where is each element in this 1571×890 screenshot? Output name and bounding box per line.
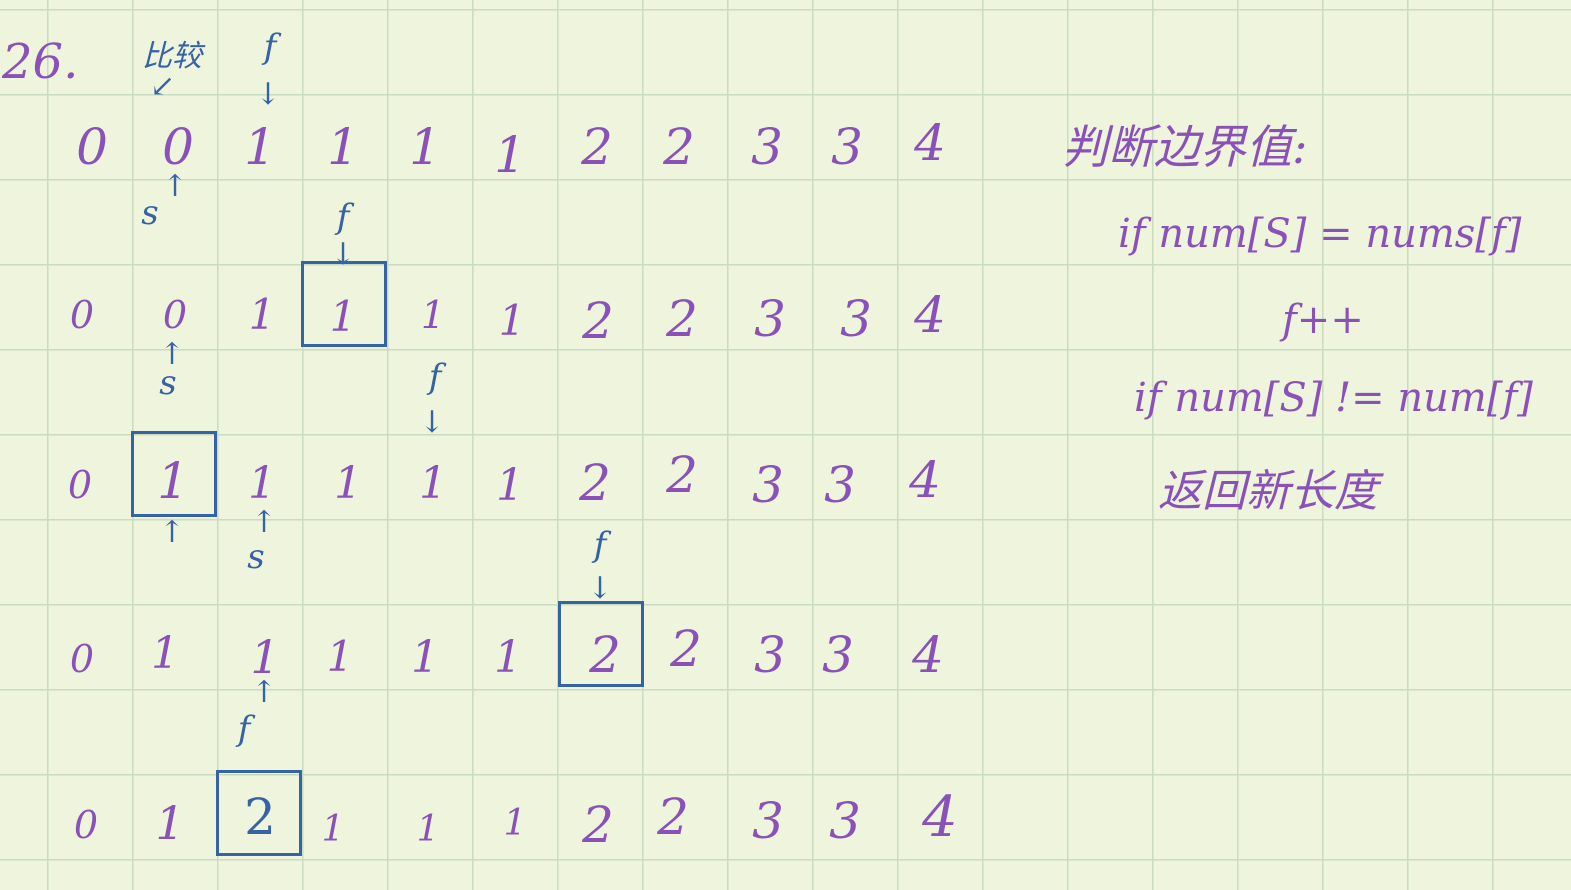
- array-cell: 1: [321, 809, 345, 850]
- array-cell: 1: [157, 452, 189, 510]
- down-arrow-icon: ↓: [255, 77, 281, 112]
- array-cell: 1: [250, 630, 280, 684]
- array-cell: 3: [754, 626, 786, 684]
- array-cell: 4: [922, 785, 958, 850]
- array-cell: 3: [754, 290, 786, 348]
- fast-pointer-label: f: [593, 525, 607, 565]
- down-arrow-icon: ↓: [330, 237, 356, 272]
- array-cell: 2: [657, 788, 689, 846]
- array-cell: 3: [824, 456, 856, 514]
- array-cell: 4: [914, 114, 946, 172]
- array-cell: 3: [752, 792, 784, 850]
- array-cell: 1: [326, 632, 354, 681]
- array-cell: 1: [494, 632, 522, 683]
- array-cell: 2: [663, 118, 695, 176]
- array-cell: 1: [496, 460, 524, 511]
- array-cell: 2: [670, 620, 702, 678]
- array-cell: 2: [579, 454, 611, 512]
- up-arrow-icon: ↑: [159, 515, 185, 550]
- array-cell: 1: [155, 796, 185, 850]
- array-cell: 1: [248, 290, 276, 339]
- up-arrow-icon: ↑: [251, 675, 277, 710]
- compare-curve-icon: ↙: [150, 69, 176, 104]
- array-cell: 2: [666, 446, 698, 504]
- highlight-box: [216, 770, 302, 856]
- array-cell: 4: [914, 286, 946, 344]
- array-cell: 0: [73, 803, 99, 847]
- notes-return-length: 返回新长度: [1158, 466, 1378, 517]
- array-cell: 3: [829, 792, 861, 850]
- array-cell: 1: [409, 118, 441, 176]
- array-cell: 0: [69, 637, 95, 681]
- array-cell: 3: [822, 626, 854, 684]
- fast-pointer-label: f: [237, 709, 251, 749]
- array-cell: 4: [909, 451, 941, 509]
- array-cell: 2: [244, 788, 276, 846]
- array-cell: 2: [581, 118, 613, 176]
- array-cell: 1: [503, 803, 527, 844]
- array-cell: 1: [420, 293, 446, 337]
- highlight-box: [131, 431, 217, 517]
- array-cell: 0: [162, 118, 194, 176]
- down-arrow-icon: ↓: [587, 571, 613, 606]
- fast-pointer-label: f: [336, 197, 350, 237]
- slow-pointer-label: s: [247, 537, 265, 577]
- up-arrow-icon: ↑: [162, 169, 188, 204]
- up-arrow-icon: ↑: [159, 337, 185, 372]
- array-cell: 1: [151, 628, 179, 679]
- array-cell: 3: [840, 290, 872, 348]
- notes-increment: f++: [1282, 297, 1364, 343]
- array-cell: 1: [334, 458, 362, 509]
- array-cell: 0: [76, 118, 108, 176]
- notes-condition-equal: if num[S] = nums[f]: [1118, 211, 1522, 257]
- array-cell: 1: [244, 118, 276, 176]
- array-cell: 3: [752, 456, 784, 514]
- array-cell: 0: [67, 463, 93, 507]
- array-cell: 2: [582, 796, 614, 854]
- array-cell: 1: [329, 292, 357, 341]
- array-cell: 1: [419, 458, 447, 509]
- array-cell: 0: [162, 293, 188, 337]
- array-cell: 1: [248, 458, 276, 509]
- down-arrow-icon: ↓: [419, 405, 445, 440]
- slow-pointer-label: s: [159, 363, 177, 403]
- array-cell: 3: [751, 118, 783, 176]
- array-cell: 1: [327, 118, 359, 176]
- notes-condition-not-equal: if num[S] != num[f]: [1134, 375, 1533, 421]
- array-cell: 2: [582, 292, 614, 350]
- array-cell: 0: [69, 293, 95, 337]
- array-cell: 1: [498, 296, 526, 345]
- highlight-box: [301, 261, 387, 347]
- array-cell: 1: [411, 632, 439, 683]
- initial-fast-label: f: [263, 27, 277, 67]
- slow-pointer-label: s: [141, 193, 159, 233]
- array-cell: 2: [589, 626, 621, 684]
- up-arrow-icon: ↑: [251, 505, 277, 540]
- compare-label: 比较: [142, 39, 202, 74]
- highlight-box: [558, 601, 644, 687]
- array-cell: 3: [831, 118, 863, 176]
- notes-heading: 判断边界值:: [1062, 120, 1308, 174]
- array-cell: 2: [666, 290, 698, 348]
- problem-number: 26.: [2, 34, 79, 90]
- array-cell: 1: [416, 809, 440, 850]
- fast-pointer-label: f: [428, 357, 442, 397]
- array-cell: 4: [912, 626, 944, 684]
- array-cell: 1: [494, 126, 526, 184]
